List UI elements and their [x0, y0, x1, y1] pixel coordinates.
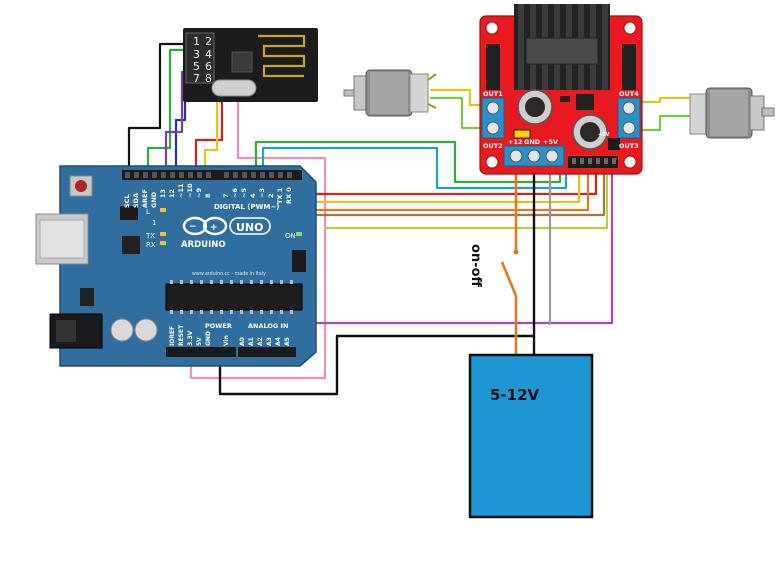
wire-red-in: [300, 170, 598, 196]
pin-label-8: 8: [204, 193, 212, 198]
pin-label-13: 13: [159, 189, 167, 198]
uno-badge: [229, 217, 271, 235]
power-label: POWER: [205, 322, 232, 330]
usb-chip: [122, 236, 140, 254]
label-v12: +12: [508, 138, 523, 146]
radio-pin-7: 7: [193, 72, 200, 85]
led-tx-label: TX: [145, 232, 155, 240]
pin-label-0: RX 0: [285, 187, 293, 204]
radio-pin-6: 6: [205, 60, 212, 73]
pin-label-vin: Vin: [223, 335, 230, 346]
wire-lime-in: [325, 170, 609, 230]
wire-brown-in: [232, 170, 606, 217]
pin-label-12: 12: [168, 189, 176, 198]
wire-orange-in: [270, 170, 590, 212]
pin-label-7: 7: [222, 193, 230, 198]
arduino-brand: ARDUINO: [181, 240, 226, 250]
label-out3: OUT3: [619, 142, 639, 150]
radio-module: 1 2 3 4 5 6 7 8: [183, 28, 318, 102]
radio-pin-2: 2: [205, 35, 212, 48]
radio-pin-3: 3: [193, 48, 200, 61]
battery: 5-12V: [468, 353, 594, 519]
wire-green: [146, 48, 198, 172]
analog-header: [238, 347, 296, 357]
label-out2: OUT2: [483, 142, 503, 150]
wire-yellow-in: [300, 170, 581, 204]
pin-label-11: ~11: [177, 183, 185, 198]
arduino-logo: − +: [182, 216, 228, 236]
pin-label-reset: RESET: [178, 324, 185, 346]
pin-label-a0: A0: [239, 337, 246, 346]
pin-label-ioref: IOREF: [169, 326, 176, 346]
wire-motor-left-yellow: [430, 88, 485, 107]
power-header: [166, 347, 236, 357]
radio-pin-8: 8: [205, 72, 212, 85]
radio-pin-5: 5: [193, 60, 200, 73]
pin-label-2: 2: [267, 193, 275, 198]
pin-label-6: ~6: [231, 188, 239, 198]
label-gnd: GND: [524, 138, 541, 146]
pin-label-scl: SCL: [123, 194, 131, 208]
pin-label-9: ~9: [195, 188, 203, 198]
analog-label: ANALOG IN: [248, 322, 288, 330]
radio-crystal: [211, 79, 257, 97]
wire-black-gnd2: [218, 160, 536, 396]
wire-green-in: [254, 140, 562, 184]
wire-cyan-in: [261, 146, 568, 190]
wire-motor-right-green: [640, 114, 690, 132]
pin-label-a3: A3: [266, 337, 273, 346]
svg-text:−: −: [189, 222, 197, 232]
radio-chip: [231, 51, 253, 73]
battery-body: [468, 353, 594, 519]
wire-motor-left-green: [430, 96, 485, 130]
power-switch: on-off: [468, 244, 519, 297]
on-label: ON: [285, 232, 296, 240]
pin-label-a4: A4: [275, 337, 282, 346]
pin-label-a2: A2: [257, 337, 264, 346]
wire-black-gnd: [127, 42, 188, 172]
pin-label-5: ~5: [240, 188, 248, 198]
pin-label-a5: A5: [284, 337, 291, 346]
battery-label: 5-12V: [490, 386, 540, 404]
atmega-chip: [165, 283, 303, 311]
label-5v: +5V: [543, 138, 558, 146]
pin-label-gnd-power: GND: [205, 331, 212, 346]
pin-label-3: ~3: [258, 188, 266, 198]
arduino-model: UNO: [236, 221, 264, 234]
led-l-label: L: [146, 208, 150, 216]
pin-label-10: ~10: [186, 183, 194, 198]
pin-label-3v3: 3.3V: [187, 330, 194, 346]
led-one-label: 1: [152, 219, 156, 227]
motor-driver: OUT1 OUT2 OUT4 OUT3 +12 GND +5V +5V: [479, 4, 643, 175]
capacitor-2: [134, 318, 158, 342]
pin-label-sda: SDA: [132, 193, 140, 208]
pin-label-gnd: GND: [150, 191, 158, 208]
led-rx-label: RX: [146, 241, 156, 249]
switch-label: on-off: [468, 244, 483, 288]
pin-label-4: 4: [249, 193, 257, 198]
label-out4: OUT4: [619, 90, 639, 98]
arduino-board: SCL SDA AREF GND 13 12 ~11 ~10 ~9 8 7 ~6…: [35, 165, 317, 367]
motor-left: [343, 69, 437, 117]
capacitor-1: [110, 318, 134, 342]
arduino-website: www.arduino.cc - made in Italy: [192, 271, 266, 277]
radio-antenna: [258, 34, 306, 78]
radio-pin-4: 4: [205, 48, 212, 61]
pin-label-aref: AREF: [141, 189, 149, 208]
label-5v-b: +5V: [598, 132, 610, 138]
pin-label-a1: A1: [248, 337, 255, 346]
digital-label: DIGITAL (PWM~): [214, 203, 279, 211]
digital-header: [122, 170, 302, 180]
pin-label-1: TX 1: [276, 187, 284, 204]
wire-motor-right-yellow: [640, 96, 690, 104]
pin-label-5v: 5V: [196, 337, 203, 346]
motor-right: [689, 87, 775, 139]
label-out1: OUT1: [483, 90, 503, 98]
svg-text:+: +: [210, 223, 218, 233]
radio-pin-1: 1: [193, 35, 200, 48]
radio-header: [185, 32, 215, 84]
